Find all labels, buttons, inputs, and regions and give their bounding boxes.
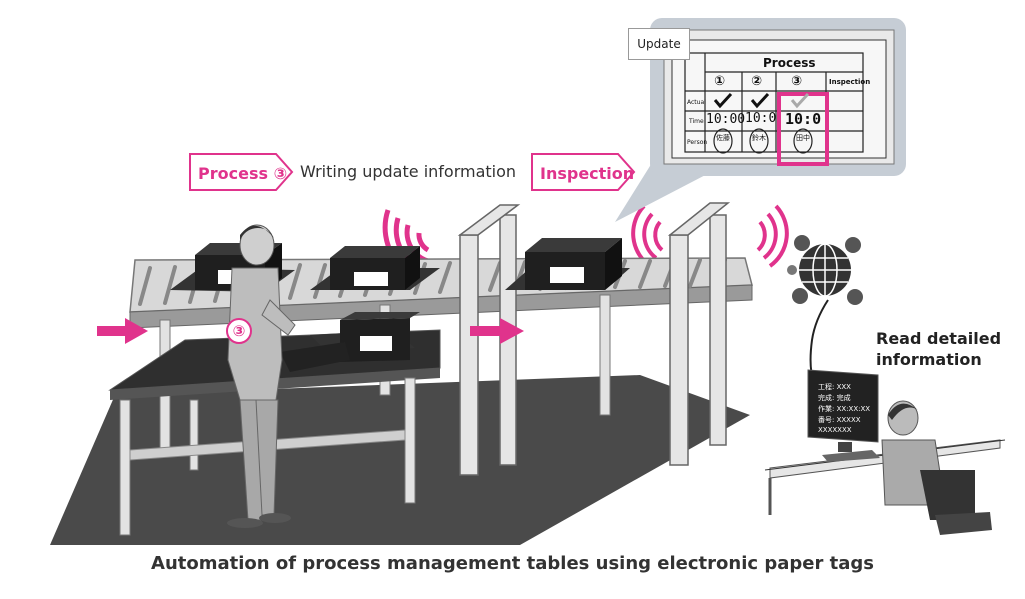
worker-step-marker: ③ <box>226 318 252 344</box>
column-1: ① <box>714 74 726 89</box>
time-cell-3: 10:0 <box>785 110 822 128</box>
person-cell-2: 鈴木 <box>752 134 766 142</box>
check-mark-icon <box>790 92 810 109</box>
column-2: ② <box>751 74 763 89</box>
row-label-person: Person <box>687 139 708 146</box>
name-stamp <box>713 128 813 154</box>
read-detailed-line-1: Read detailed <box>876 329 1002 348</box>
column-inspection: Inspection <box>829 78 871 86</box>
worker-figure <box>227 224 296 528</box>
wireless-signal-icon <box>631 204 789 268</box>
monitor-line-3: 作業: XX:XX:XX <box>818 405 871 413</box>
read-detailed-label: Read detailed information <box>876 328 1001 370</box>
inspection-label: Inspection <box>540 163 635 183</box>
process3-tag-shape <box>189 153 294 191</box>
computer-monitor <box>807 369 880 462</box>
tag-table-header: Process <box>763 56 816 70</box>
figure-caption: Automation of process management tables … <box>151 553 874 574</box>
product-box <box>505 238 630 290</box>
person-cell-3: 田中 <box>796 134 810 142</box>
time-cell-2: 10:0 <box>745 111 777 126</box>
monitor-line-5: XXXXXXX <box>818 426 852 434</box>
process3-label: Process ③ <box>198 163 288 183</box>
product-box <box>310 246 440 290</box>
column-3: ③ <box>791 74 803 89</box>
row-label-time: Time <box>689 118 704 125</box>
check-mark-icon <box>713 92 770 109</box>
person-cell-1: 佐藤 <box>716 134 730 142</box>
inspection-tag-shape <box>531 153 636 191</box>
office-worker <box>881 400 992 535</box>
update-label: Update <box>628 28 690 60</box>
factory-floor <box>50 375 750 545</box>
row-label-actual: Actual <box>687 99 706 106</box>
flow-arrow-icon <box>470 318 524 344</box>
monitor-line-1: 工程: XXX <box>818 383 851 391</box>
tag-table-grid <box>684 52 864 153</box>
highlight-box <box>777 92 829 166</box>
flow-arrow-icon <box>97 318 148 344</box>
time-cell-1: 10:00 <box>706 112 746 127</box>
reader-gate <box>457 202 731 476</box>
monitor-line-2: 完成: 完成 <box>818 394 851 402</box>
read-detailed-line-2: information <box>876 350 982 369</box>
monitor-line-4: 番号: XXXXX <box>818 416 861 424</box>
writing-update-label: Writing update information <box>300 162 517 181</box>
globe-network-icon <box>787 235 863 386</box>
